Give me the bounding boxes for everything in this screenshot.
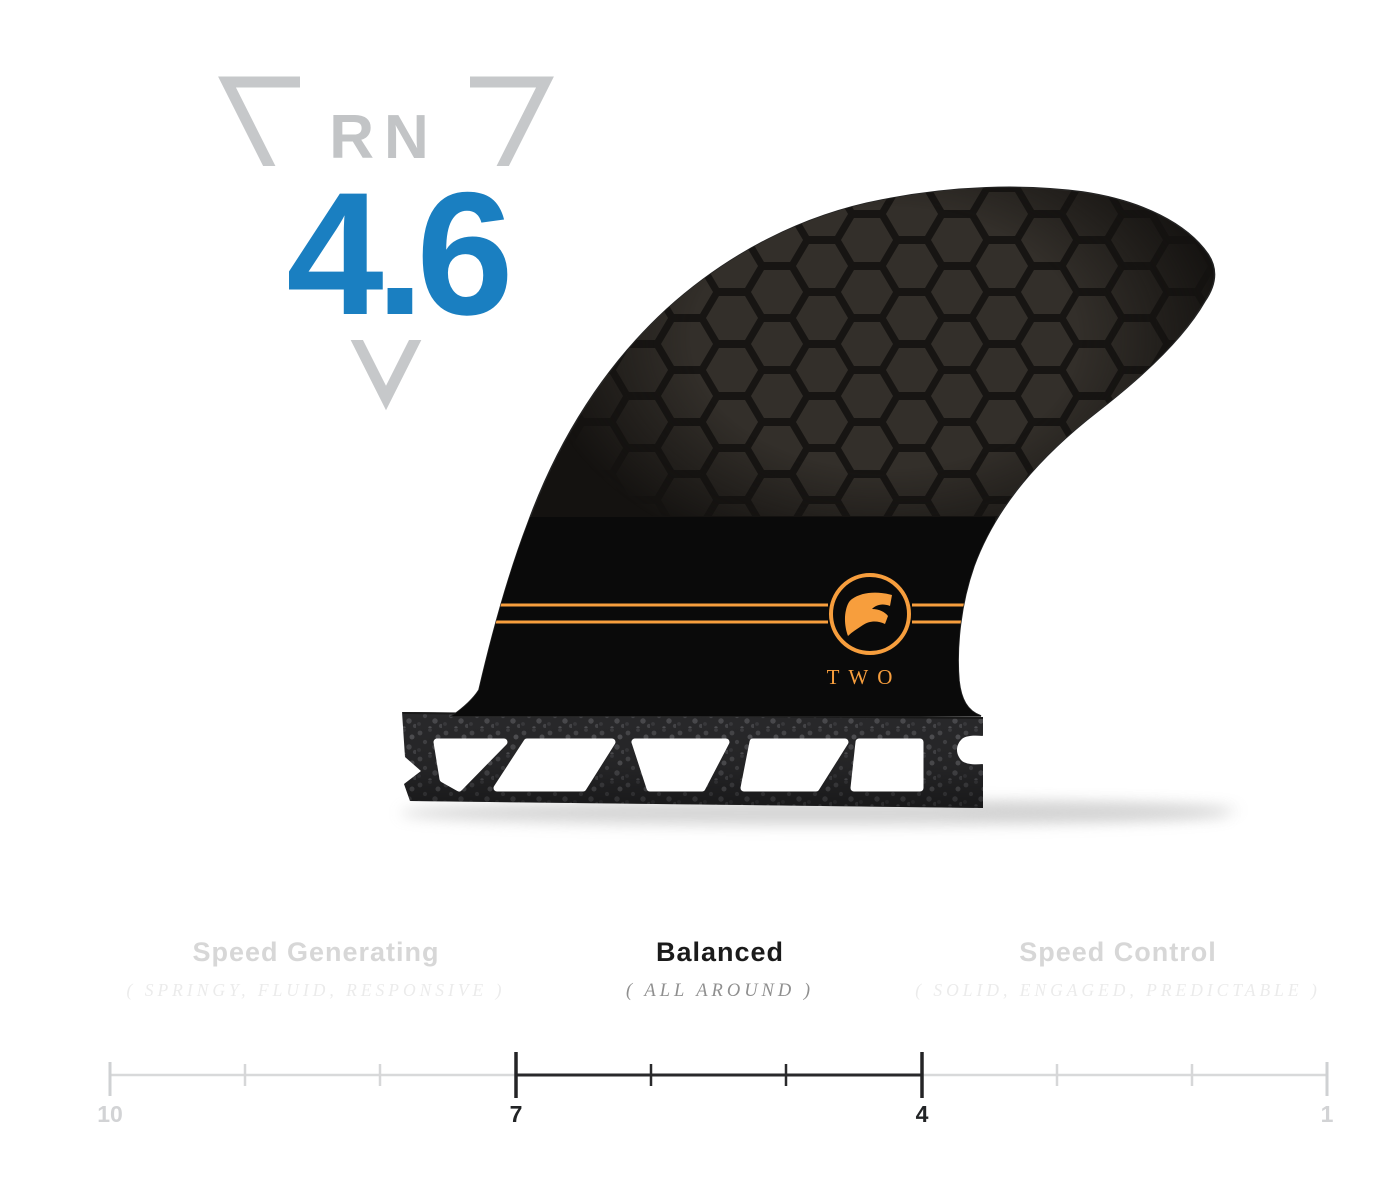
value-gap	[236, 166, 552, 340]
fin-illustration: TWO	[400, 186, 1240, 825]
descriptor-left: Speed Generating ( SPRINGY, FLUID, RESPO…	[127, 937, 506, 1000]
scale-label-7: 7	[510, 1101, 523, 1127]
rating-system-label: RN	[329, 103, 439, 172]
scale-label-10: 10	[97, 1101, 123, 1127]
base-cutout	[433, 738, 508, 792]
descriptor-left-title: Speed Generating	[192, 937, 439, 967]
fin-solid-band	[452, 517, 995, 717]
descriptor-right-title: Speed Control	[1019, 937, 1217, 967]
fin-body: TWO	[449, 186, 1216, 717]
descriptor-center-subtitle: ( ALL AROUND )	[626, 981, 814, 1001]
ground-shadow-far	[940, 802, 1240, 818]
model-label: TWO	[827, 665, 902, 689]
fin-base	[402, 712, 984, 808]
logo-circle	[829, 573, 911, 655]
base-cutout	[631, 738, 730, 792]
descriptor-center-title: Balanced	[656, 937, 784, 967]
descriptor-right-subtitle: ( SOLID, ENGAGED, PREDICTABLE )	[915, 980, 1321, 1000]
rating-badge: RN 4.6	[218, 68, 554, 411]
rating-scale: 10 7 4 1	[97, 1052, 1334, 1127]
brand-logo: TWO	[827, 573, 911, 689]
futures-f-icon	[844, 592, 892, 636]
scale-label-1: 1	[1321, 1101, 1334, 1127]
label-gap	[300, 68, 470, 122]
descriptor-center: Balanced ( ALL AROUND )	[626, 937, 814, 1001]
base-cutout	[850, 738, 924, 792]
descriptor-left-subtitle: ( SPRINGY, FLUID, RESPONSIVE )	[127, 980, 506, 1000]
rating-value: 4.6	[286, 157, 507, 352]
scale-label-4: 4	[916, 1101, 929, 1127]
accent-stripes	[459, 603, 980, 624]
descriptor-right: Speed Control ( SOLID, ENGAGED, PREDICTA…	[915, 937, 1321, 1000]
base-cutout	[740, 738, 849, 792]
base-cutout	[493, 738, 616, 792]
